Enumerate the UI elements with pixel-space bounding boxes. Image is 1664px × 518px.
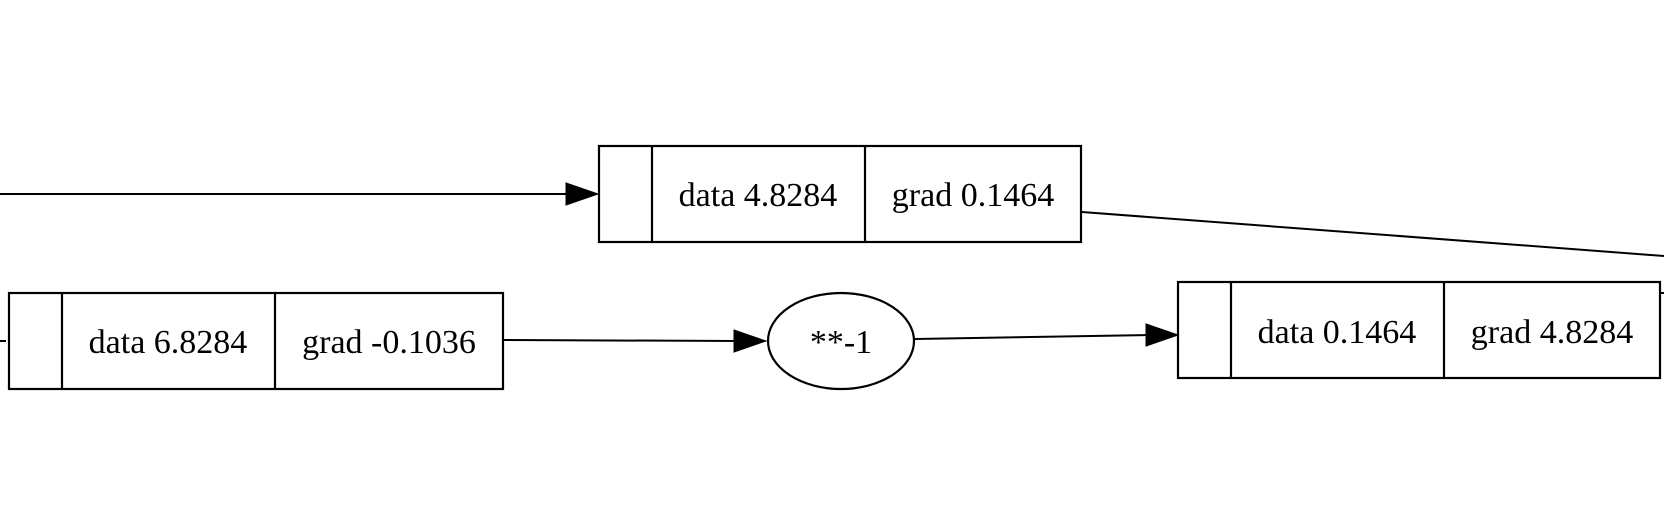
edge-top-node-to-offscreen	[1081, 211, 1664, 257]
node-data-label: data 6.8284	[89, 324, 248, 361]
edge-offscreen-to-top-node	[0, 182, 600, 206]
node-data-label: data 4.8284	[679, 177, 838, 214]
node-grad-label: grad -0.1036	[302, 324, 476, 361]
value-node-top: data 4.8284 grad 0.1464	[597, 144, 1083, 244]
node-data-label: data 0.1464	[1258, 314, 1417, 351]
value-node-left: data 6.8284 grad -0.1036	[7, 291, 505, 391]
arrowhead-icon	[565, 182, 600, 206]
node-grad-label: grad 4.8284	[1471, 314, 1633, 351]
edge-left-node-to-op	[503, 329, 768, 353]
node-grad-label: grad 0.1464	[892, 177, 1054, 214]
arrowhead-icon	[1145, 323, 1180, 347]
operation-label: **-1	[810, 324, 872, 361]
operation-node-pow: **-1	[766, 291, 916, 391]
value-node-right: data 0.1464 grad 4.8284	[1176, 280, 1662, 380]
edge-op-to-right-node	[914, 323, 1180, 347]
arrowhead-icon	[733, 329, 768, 353]
